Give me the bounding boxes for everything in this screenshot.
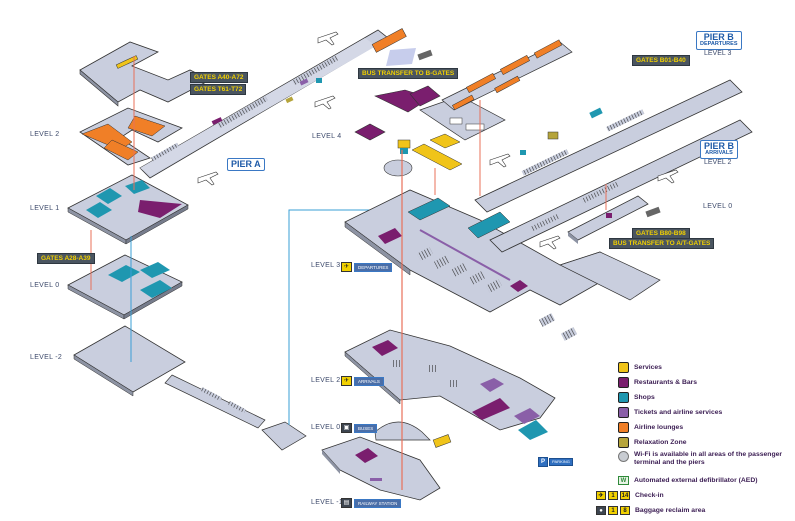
terminal-level-2-label: LEVEL 2 <box>311 377 341 384</box>
terminal-lounge-wing <box>441 39 573 111</box>
terminal-level-3 <box>344 189 661 341</box>
pier-b-arrivals-corridor <box>489 119 753 253</box>
pier-b-departures-corridor <box>474 79 743 213</box>
arrivals-pill-text: ARRIVALS <box>354 376 384 386</box>
legend-item-wifi: Wi-Fi is available in all areas of the p… <box>618 450 793 473</box>
services-cube-icon <box>618 362 629 373</box>
legend-label: Automated external defibrillator (AED) <box>634 476 758 484</box>
pier-b-departures-subtitle: DEPARTURES <box>700 41 738 47</box>
pier-a-level-2-upper-plate <box>79 41 211 107</box>
baggage-code-end: 8 <box>620 506 630 515</box>
parking-icon: P <box>538 457 548 467</box>
departures-pill-text: DEPARTURES <box>354 262 393 272</box>
departures-icon: ✈ <box>341 262 352 272</box>
legend: Services Restaurants & Bars Shops Ticket… <box>596 360 793 518</box>
legend-label: Services <box>634 363 662 371</box>
gate-tag-a28-a39: GATES A28-A39 <box>37 253 95 264</box>
pier-a-level-0-plate <box>67 254 183 320</box>
pier-a-level-minus2-label: LEVEL -2 <box>30 354 63 361</box>
pier-a-tag[interactable]: PIER A <box>227 158 265 171</box>
terminal-level-3-label: LEVEL 3 <box>311 262 341 269</box>
parking-sign[interactable]: P PARKING <box>538 457 573 467</box>
pier-b-arrivals-tag[interactable]: PIER B ARRIVALS <box>700 140 739 159</box>
buses-pill-text: BUSES <box>354 423 378 433</box>
pier-b-level-0-plate <box>567 195 649 244</box>
lounge-cube-icon <box>618 422 629 433</box>
departures-pill: ✈ DEPARTURES <box>341 262 393 272</box>
baggage-code-start: 1 <box>608 506 618 515</box>
terminal-level-minus1 <box>321 436 441 501</box>
legend-item-shops: Shops <box>618 390 793 405</box>
terminal-level-4-label: LEVEL 4 <box>312 133 342 140</box>
train-icon: ▤ <box>341 498 352 508</box>
checkin-code-start: 1 <box>608 491 618 500</box>
pier-a-corridor <box>139 28 407 179</box>
bus-icon: ▣ <box>341 423 352 433</box>
bus-transfer-area <box>386 48 661 218</box>
legend-item-aed: W Automated external defibrillator (AED) <box>618 473 793 488</box>
legend-item-tickets: Tickets and airline services <box>618 405 793 420</box>
railway-pill: ▤ RAILWAY STATION <box>341 498 402 508</box>
pier-b-departures-level: LEVEL 3 <box>704 50 732 57</box>
terminal-to-pier-a-connector <box>288 209 372 425</box>
buses-pill: ▣ BUSES <box>341 423 378 433</box>
legend-label: Wi-Fi is available in all areas of the p… <box>634 451 783 466</box>
gate-tag-b01-b40: GATES B01-B40 <box>632 55 690 66</box>
checkin-icons: ✈ 1 14 <box>596 491 630 500</box>
terminal-level-0-label: LEVEL 0 <box>311 424 341 431</box>
baggage-icon: ● <box>596 506 606 515</box>
pier-a-level-1-plate <box>67 174 189 245</box>
pier-a-level-1-label: LEVEL 1 <box>30 205 60 212</box>
bus-transfer-b-tag: BUS TRANSFER TO B-GATES <box>358 68 459 79</box>
legend-label: Check-in <box>635 491 664 499</box>
tickets-cube-icon <box>618 407 629 418</box>
pier-b-level-0-label: LEVEL 0 <box>703 203 733 210</box>
legend-label: Restaurants & Bars <box>634 378 698 386</box>
terminal-level-0 <box>374 421 452 448</box>
gate-tag-a40-a72: GATES A40-A72 <box>190 72 248 83</box>
relaxation-cube-icon <box>618 437 629 448</box>
pier-a-title: PIER A <box>231 159 261 169</box>
legend-label: Shops <box>634 393 655 401</box>
terminal-level-minus1-label: LEVEL -1 <box>311 499 344 506</box>
pier-b-departures-tag[interactable]: PIER B DEPARTURES <box>696 31 742 50</box>
pier-a-level-2-lounge-plate <box>79 107 183 166</box>
aed-icon: W <box>618 476 629 485</box>
pier-a-level-minus2-plate <box>73 325 307 451</box>
pier-b-arrivals-title: PIER B <box>704 141 735 151</box>
legend-item-lounges: Airline lounges <box>618 420 793 435</box>
legend-label: Baggage reclaim area <box>635 506 706 514</box>
legend-item-baggage: ● 1 8 Baggage reclaim area <box>596 503 793 518</box>
legend-item-relaxation: Relaxation Zone <box>618 435 793 450</box>
legend-item-checkin: ✈ 1 14 Check-in <box>596 488 793 503</box>
pier-b-departures-title: PIER B <box>703 32 734 42</box>
railway-pill-text: RAILWAY STATION <box>354 498 402 508</box>
legend-label: Airline lounges <box>634 423 684 431</box>
wifi-icon <box>618 451 629 462</box>
pier-b-arrivals-level: LEVEL 2 <box>704 159 732 166</box>
pier-a-level-2-label: LEVEL 2 <box>30 131 60 138</box>
shops-cube-icon <box>618 392 629 403</box>
arrivals-pill: ✈ ARRIVALS <box>341 376 384 386</box>
checkin-code-end: 14 <box>620 491 630 500</box>
gate-tag-t61-t72: GATES T61-T72 <box>190 84 247 95</box>
parking-text: PARKING <box>549 458 573 466</box>
arrivals-icon: ✈ <box>341 376 352 386</box>
legend-item-restaurants: Restaurants & Bars <box>618 375 793 390</box>
terminal-level-4 <box>354 85 506 177</box>
pier-a-level-0-label: LEVEL 0 <box>30 282 60 289</box>
departures-icon: ✈ <box>596 491 606 500</box>
pier-b-arrivals-subtitle: ARRIVALS <box>705 150 733 156</box>
restaurants-cube-icon <box>618 377 629 388</box>
legend-label: Relaxation Zone <box>634 438 687 446</box>
legend-item-services: Services <box>618 360 793 375</box>
bus-transfer-at-tag: BUS TRANSFER TO A/T-GATES <box>609 238 715 249</box>
baggage-icons: ● 1 8 <box>596 506 630 515</box>
legend-label: Tickets and airline services <box>634 408 723 416</box>
checkin-islands <box>416 247 578 341</box>
airplane-icon <box>197 31 679 250</box>
